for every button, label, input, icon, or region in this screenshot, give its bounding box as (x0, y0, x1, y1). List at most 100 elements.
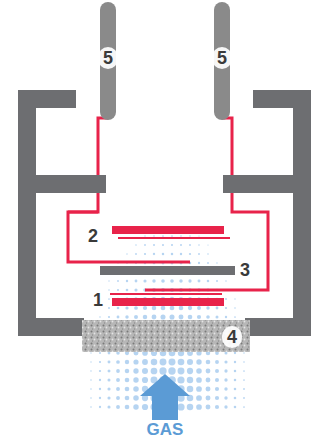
gas-dot (108, 298, 110, 300)
gas-dot (152, 315, 157, 320)
gas-dot (171, 244, 173, 246)
gas-dot (215, 360, 219, 364)
gas-dot (206, 378, 211, 383)
gas-dot (108, 352, 111, 355)
gas-dot (170, 279, 174, 283)
gas-dot (188, 279, 191, 282)
electrode-wire (145, 118, 268, 290)
gas-dot (160, 314, 165, 319)
gas-dot (197, 315, 201, 319)
gas-dot (215, 369, 219, 373)
callout-number: 5 (98, 47, 118, 69)
gas-label: GAS (144, 420, 187, 439)
gas-dot (196, 368, 202, 374)
gas-dot (180, 244, 182, 246)
gas-dot (216, 280, 218, 282)
gas-dot (125, 315, 128, 318)
gas-dot (216, 307, 219, 310)
gas-dot (135, 244, 136, 245)
callout-number: 2 (83, 225, 103, 247)
gas-dot (196, 404, 202, 410)
gas-dot (234, 406, 237, 409)
gas-dot (99, 361, 101, 363)
gas-dot (198, 262, 200, 264)
gas-dot (234, 298, 235, 299)
gas-dot (189, 235, 190, 236)
gas-dot (142, 368, 148, 374)
gas-dot (99, 379, 101, 381)
gas-dot (207, 280, 209, 282)
gas-dot (169, 359, 176, 366)
gas-dot (116, 396, 120, 400)
callout-number: 3 (235, 259, 255, 281)
electrode-plate (110, 293, 222, 295)
gas-dot (125, 387, 130, 392)
gas-dot (234, 352, 236, 354)
electrode-wire (68, 211, 98, 214)
gas-dot (125, 360, 129, 364)
electrode-plate (118, 237, 230, 239)
gas-dot (144, 253, 146, 255)
gas-dot (206, 306, 209, 309)
gas-dot (188, 315, 193, 320)
gas-dot (143, 315, 147, 319)
sensor-housing (18, 90, 311, 336)
gas-dot (90, 388, 91, 389)
gas-dot (159, 367, 166, 374)
gas-dot (143, 279, 146, 282)
gas-dot (133, 359, 138, 364)
gas-dot (152, 279, 155, 282)
gas-dot (224, 369, 227, 372)
gas-dot (198, 244, 200, 246)
gas-dot (234, 379, 237, 382)
gas-dot (135, 280, 138, 283)
gas-dot (116, 378, 120, 382)
gas-dot (161, 306, 166, 311)
gas-dot (234, 307, 236, 309)
gas-dot (196, 359, 201, 364)
callout-number: 1 (88, 289, 108, 311)
gas-dot (133, 386, 138, 391)
gas-dot (206, 369, 211, 374)
gas-dot (168, 367, 175, 374)
gas-dot (225, 280, 226, 281)
gas-dot (197, 306, 201, 310)
gas-dot (108, 316, 110, 318)
gas-dot (99, 316, 100, 317)
gas-dot (196, 395, 202, 401)
gas-dot (90, 397, 92, 399)
gas-dot (142, 404, 148, 410)
gas-dot (171, 235, 173, 237)
gas-dot (206, 396, 211, 401)
electrolyte-layer (100, 266, 235, 275)
gas-dot (180, 235, 182, 237)
gas-dot (107, 396, 110, 399)
gas-dot (142, 377, 148, 383)
gas-dot (207, 262, 209, 264)
callout-number: 5 (212, 47, 232, 69)
gas-arrow (140, 374, 190, 420)
gas-dot (152, 306, 157, 311)
gas-dot (116, 369, 120, 373)
gas-dot (215, 378, 219, 382)
gas-dot (206, 405, 211, 410)
electrode-plate (112, 226, 224, 234)
gas-dot (187, 368, 193, 374)
gas-dot (162, 253, 164, 255)
gas-dot (134, 315, 138, 319)
gas-dot (224, 396, 227, 399)
gas-dot (171, 253, 173, 255)
gas-dot (243, 361, 245, 363)
gas-dot (108, 361, 111, 364)
gas-dot (116, 387, 120, 391)
gas-dot (215, 315, 218, 318)
gas-dot (108, 289, 110, 291)
gas-dot (196, 386, 202, 392)
gas-dot (90, 370, 91, 371)
gas-dot (135, 253, 137, 255)
gas-dot (206, 360, 211, 365)
gas-dot (133, 395, 138, 400)
gas-dot (180, 253, 182, 255)
gas-dot (206, 387, 211, 392)
